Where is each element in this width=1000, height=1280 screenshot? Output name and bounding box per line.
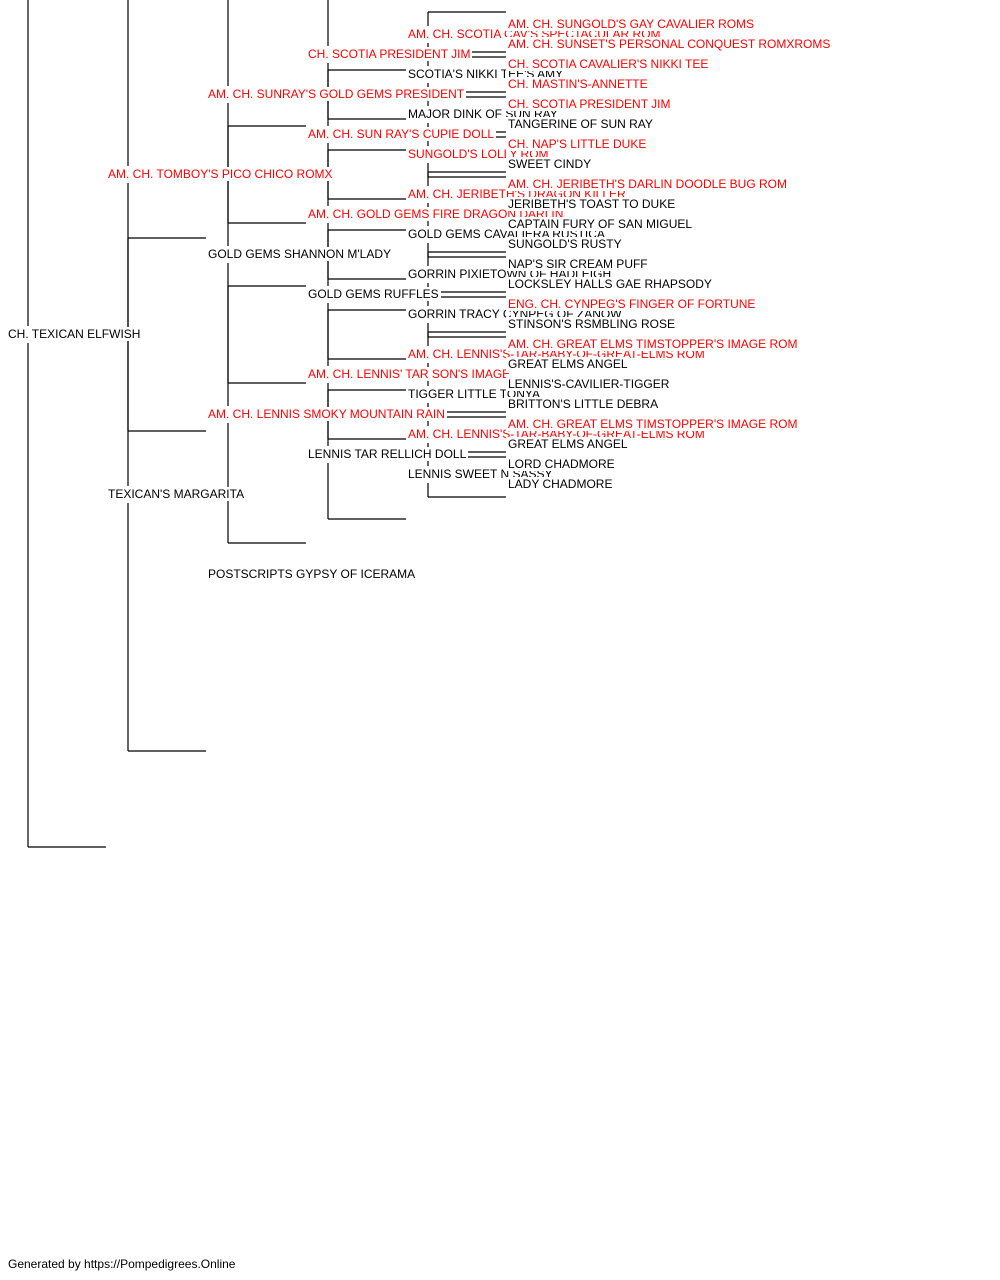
ancestor-name: ENG. CH. CYNPEG'S FINGER OF FORTUNE [506, 297, 758, 311]
ancestor-name: AM. CH. LENNIS' TAR SON'S IMAGE [306, 367, 513, 381]
ancestor-name: LADY CHADMORE [506, 477, 615, 491]
ancestor-name: GOLD GEMS RUFFLES [306, 287, 441, 301]
ancestor-name: POSTSCRIPTS GYPSY OF ICERAMA [206, 567, 418, 581]
ancestor-name: AM. CH. SUN RAY'S CUPIE DOLL [306, 127, 497, 141]
ancestor-name: SUNGOLD'S RUSTY [506, 237, 624, 251]
ancestor-name: BRITTON'S LITTLE DEBRA [506, 397, 661, 411]
ancestor-name: AM. CH. JERIBETH'S DARLIN DOODLE BUG ROM [506, 177, 789, 191]
ancestor-name: AM. CH. SUNRAY'S GOLD GEMS PRESIDENT [206, 87, 467, 101]
subject-dog-name: CH. TEXICAN ELFWISH [6, 327, 143, 341]
generated-by-footer: Generated by https://Pompedigrees.Online [8, 1257, 236, 1271]
ancestor-name: AM. CH. LENNIS SMOKY MOUNTAIN RAIN [206, 407, 447, 421]
ancestor-name: AM. CH. SUNGOLD'S GAY CAVALIER ROMS [506, 17, 757, 31]
ancestor-name: JERIBETH'S TOAST TO DUKE [506, 197, 678, 211]
ancestor-name: AM. CH. TOMBOY'S PICO CHICO ROMX [106, 167, 335, 181]
ancestor-name: CH. SCOTIA PRESIDENT JIM [306, 47, 473, 61]
ancestor-name: GREAT ELMS ANGEL [506, 437, 630, 451]
ancestor-name: TEXICAN'S MARGARITA [106, 487, 247, 501]
ancestor-name: CH. MASTIN'S-ANNETTE [506, 77, 650, 91]
ancestor-name: CH. SCOTIA PRESIDENT JIM [506, 97, 673, 111]
ancestor-name: CAPTAIN FURY OF SAN MIGUEL [506, 217, 695, 231]
ancestor-name: STINSON'S RSMBLING ROSE [506, 317, 677, 331]
ancestor-name: CH. SCOTIA CAVALIER'S NIKKI TEE [506, 57, 711, 71]
ancestor-name: AM. CH. SUNSET'S PERSONAL CONQUEST ROMXR… [506, 37, 833, 51]
ancestor-name: TANGERINE OF SUN RAY [506, 117, 655, 131]
ancestor-name: SWEET CINDY [506, 157, 594, 171]
ancestor-name: GOLD GEMS SHANNON M'LADY [206, 247, 393, 261]
ancestor-name: GREAT ELMS ANGEL [506, 357, 630, 371]
ancestor-name: NAP'S SIR CREAM PUFF [506, 257, 650, 271]
ancestor-name: LENNIS TAR RELLICH DOLL [306, 447, 469, 461]
ancestor-name: AM. CH. GOLD GEMS FIRE DRAGON DARLIN [306, 207, 566, 221]
ancestor-name: LOCKSLEY HALLS GAE RHAPSODY [506, 277, 714, 291]
ancestor-name: AM. CH. GREAT ELMS TIMSTOPPER'S IMAGE RO… [506, 417, 800, 431]
ancestor-name: LORD CHADMORE [506, 457, 617, 471]
ancestor-name: LENNIS'S-CAVILIER-TIGGER [506, 377, 672, 391]
ancestor-name: AM. CH. GREAT ELMS TIMSTOPPER'S IMAGE RO… [506, 337, 800, 351]
ancestor-name: CH. NAP'S LITTLE DUKE [506, 137, 649, 151]
